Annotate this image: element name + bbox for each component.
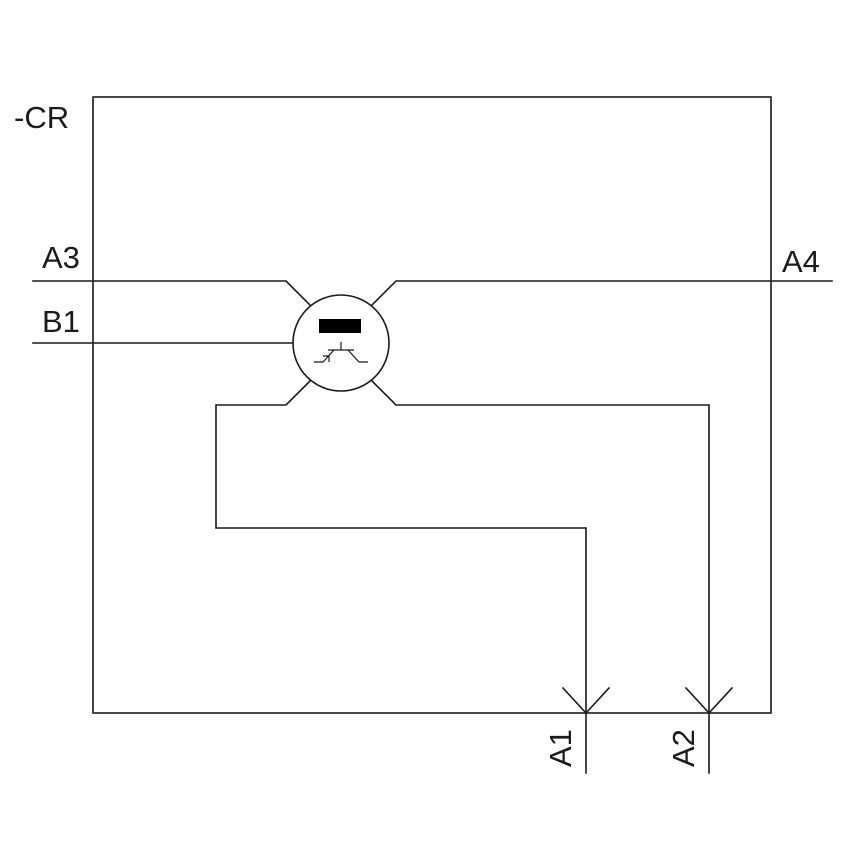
solid-state-relay-icon	[292, 294, 390, 392]
wire-a2	[370, 379, 710, 774]
connector-a2	[684, 686, 734, 715]
terminal-a1-label: A1	[543, 729, 578, 767]
device-frame	[92, 96, 772, 714]
wire-a3	[32, 280, 312, 307]
device-tag-label: -CR	[14, 100, 69, 135]
terminal-b1-label: B1	[42, 304, 80, 339]
terminal-a2-label: A2	[666, 729, 701, 767]
wire-a1	[215, 379, 587, 774]
terminal-a3-label: A3	[42, 240, 80, 275]
wire-a4	[370, 280, 833, 307]
terminal-a4-label: A4	[782, 244, 820, 279]
connector-a1	[561, 686, 611, 715]
